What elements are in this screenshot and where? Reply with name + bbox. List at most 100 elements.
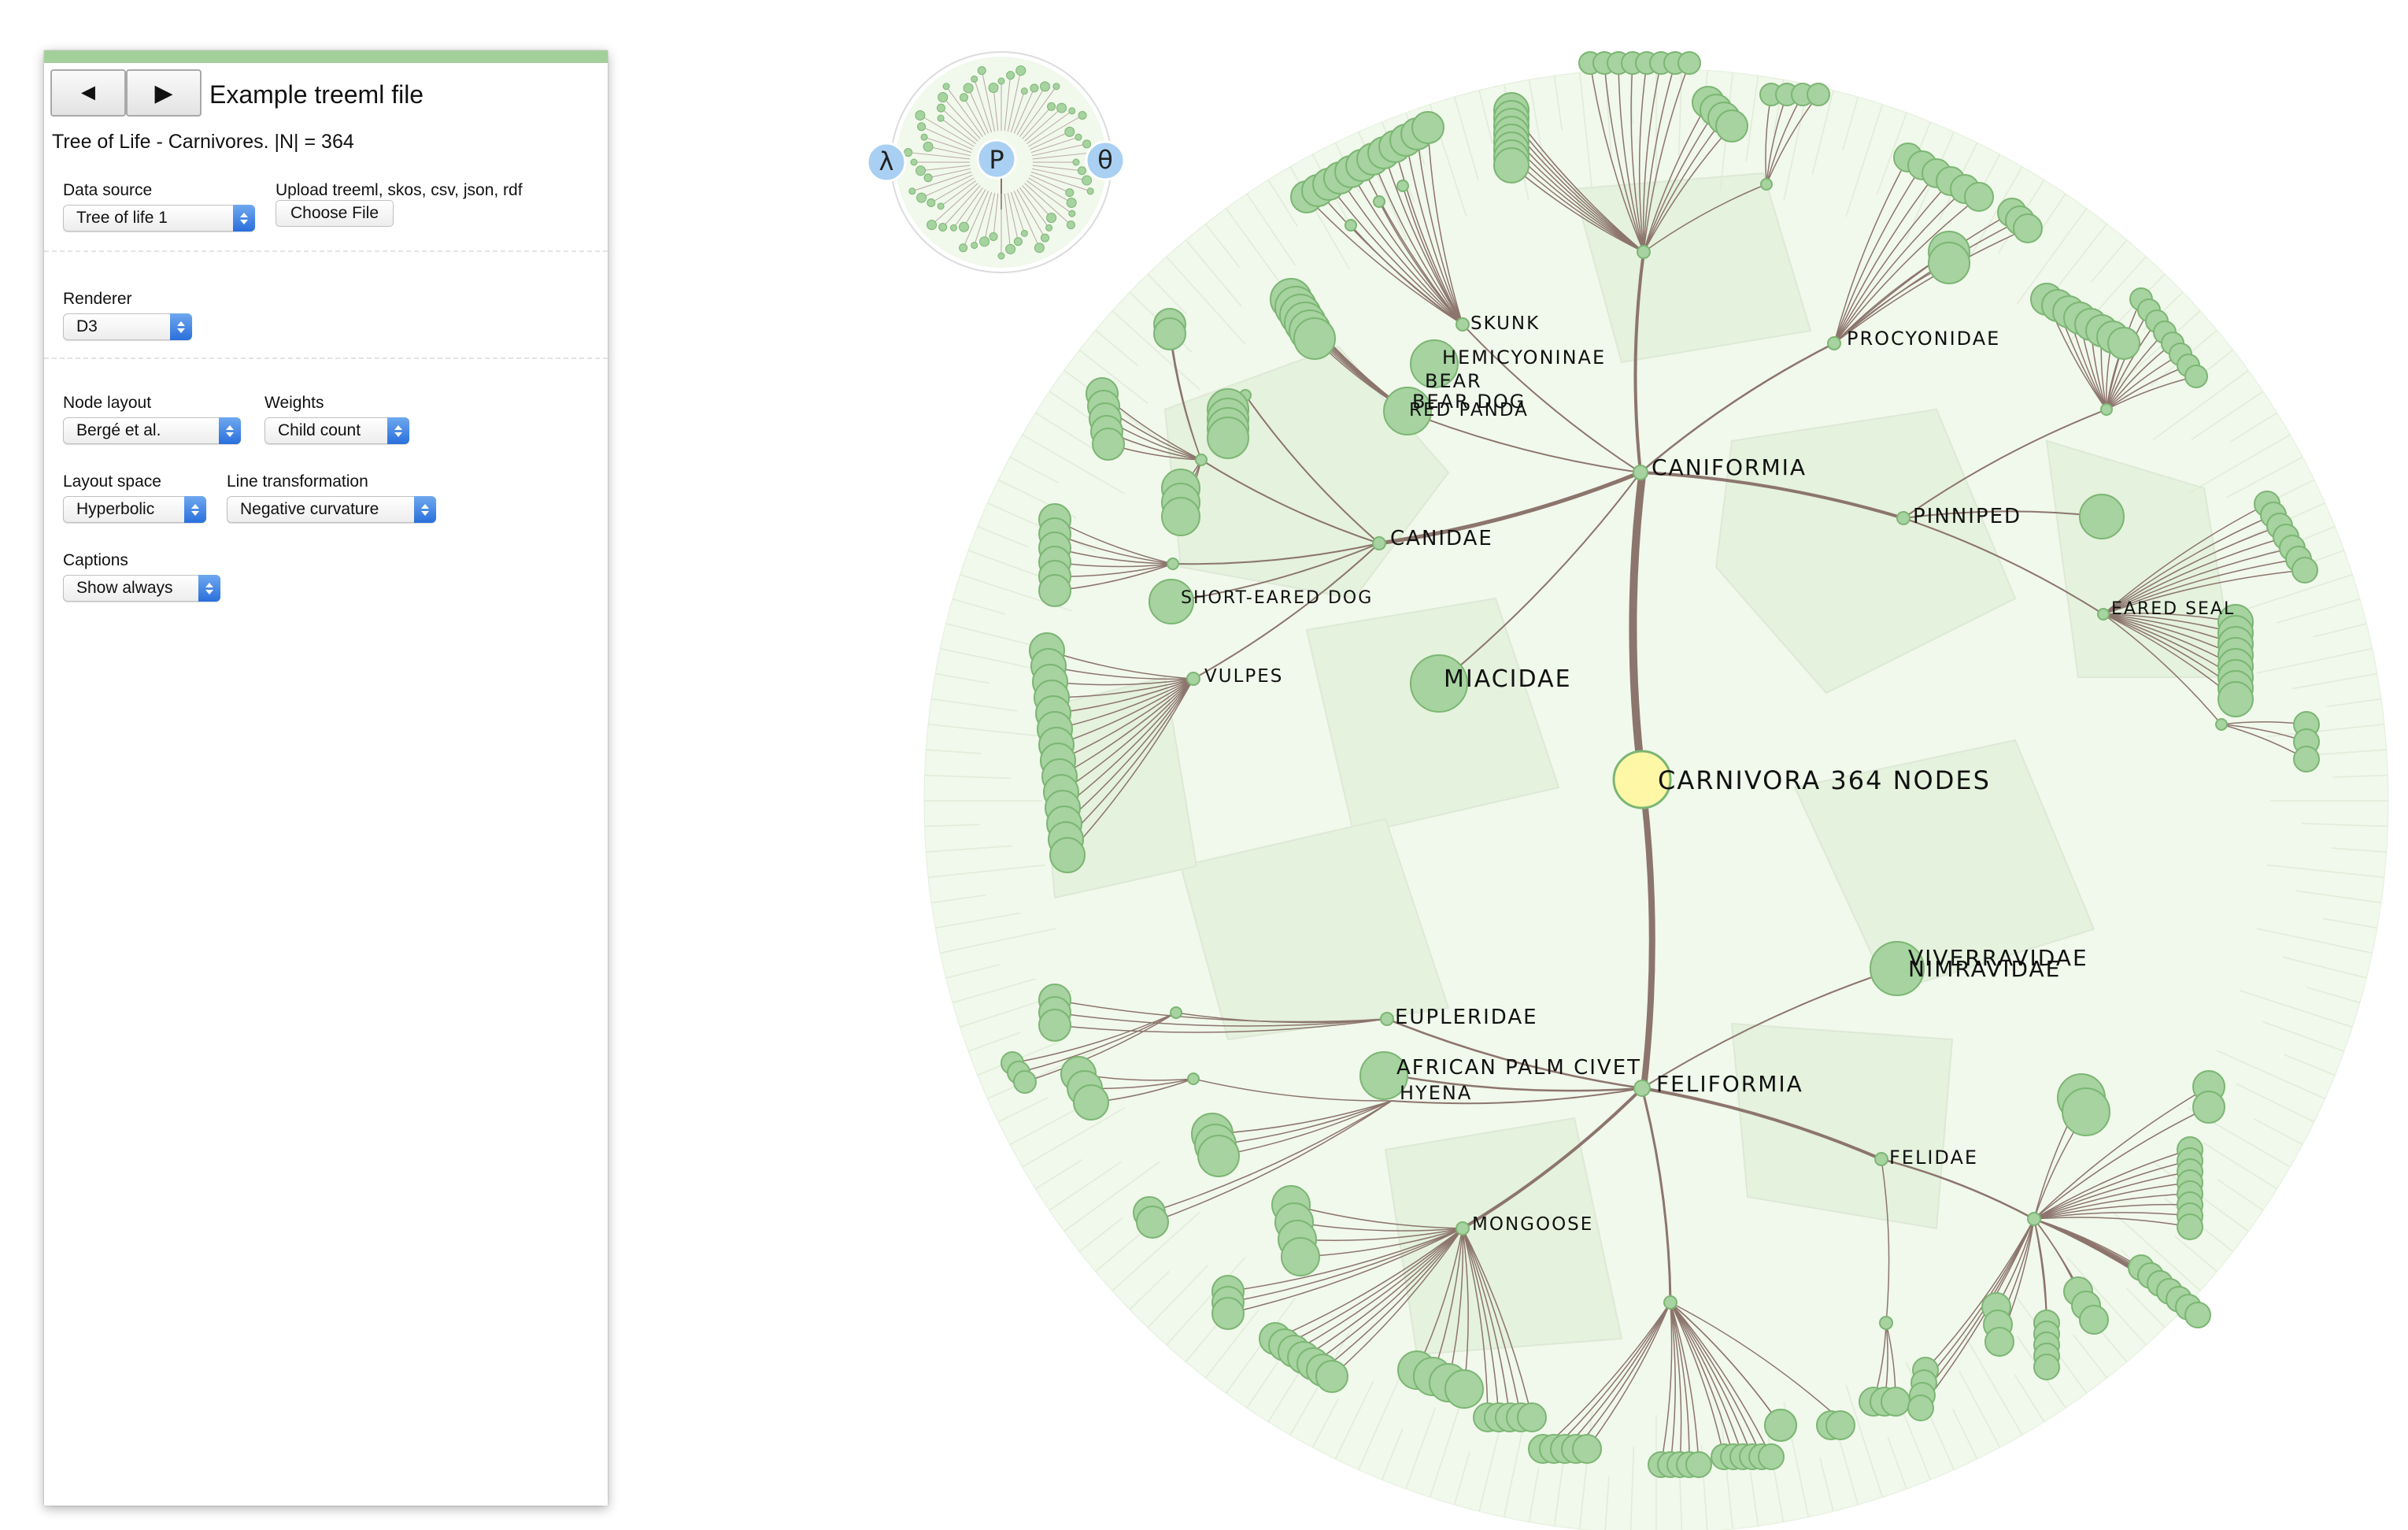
tree-edge	[1833, 228, 2029, 344]
tree-edge	[1639, 779, 1655, 1089]
tree-node	[2177, 1213, 2203, 1240]
mini-node	[938, 92, 949, 103]
voronoi-cell	[1179, 817, 1450, 1041]
tree-node	[2218, 681, 2254, 717]
renderer-select[interactable]: D3	[63, 313, 192, 340]
tree-edge	[1350, 171, 1463, 325]
theta-button[interactable]: θ	[1085, 140, 1126, 181]
node-layout-select[interactable]: Bergé et al.	[63, 417, 241, 444]
tree-node	[1293, 317, 1336, 360]
mini-node	[923, 173, 933, 183]
p-icon: P	[989, 145, 1004, 175]
mini-edge	[967, 87, 989, 134]
line-transformation-select[interactable]: Negative curvature	[227, 496, 436, 523]
tree-node	[1153, 317, 1186, 350]
tree-node	[1038, 1009, 1071, 1042]
voronoi-edge	[934, 672, 990, 684]
tree-edge	[1640, 1087, 1672, 1303]
mini-edge	[921, 126, 973, 150]
tree-edge	[2103, 503, 2268, 615]
voronoi-cell	[1730, 1022, 1954, 1230]
tree-node	[1637, 245, 1651, 259]
choose-file-button[interactable]: Choose File	[276, 200, 394, 227]
mini-edge	[963, 191, 989, 248]
tree-node	[1161, 497, 1200, 536]
mini-node	[989, 232, 998, 241]
tree-edge	[1331, 1228, 1463, 1377]
mini-node	[1082, 175, 1093, 186]
mini-node	[1030, 83, 1039, 93]
tree-edge	[1670, 1302, 1690, 1465]
mini-node	[923, 141, 934, 152]
renderer-label: Renderer	[63, 290, 132, 308]
tree-node	[1038, 574, 1071, 607]
voronoi-edge	[1267, 179, 1298, 228]
voronoi-edge	[967, 550, 1050, 581]
tree-node	[2079, 1305, 2109, 1335]
tree-edge	[1641, 968, 1898, 1089]
voronoi-edge	[2014, 1374, 2045, 1423]
mini-edge	[1007, 193, 1019, 242]
tree-node	[1186, 672, 1200, 686]
weights-select[interactable]: Child count	[264, 417, 409, 444]
tree-node	[1092, 428, 1125, 461]
voronoi-edge	[2313, 623, 2367, 638]
lambda-button[interactable]: λ	[866, 142, 907, 183]
tree-edge	[2103, 547, 2293, 615]
tree-edge	[1462, 1228, 1533, 1418]
node-captions: CARNIVORA 364 NODES CANIFORMIA FELIFORMI…	[1181, 313, 2233, 1235]
navigator[interactable]: λ P θ	[866, 51, 1126, 273]
mini-node	[988, 83, 999, 94]
tree-edge	[1018, 1012, 1177, 1073]
voronoi-edge	[1405, 1407, 1437, 1490]
mini-edge	[993, 87, 999, 132]
tree-edge	[1881, 1158, 2035, 1221]
p-handle[interactable]	[976, 139, 1017, 180]
voronoi-edge	[926, 749, 982, 754]
data-source-select[interactable]: Tree of life 1	[63, 205, 255, 232]
tree-edge	[1462, 1228, 1469, 1390]
mini-edge	[921, 174, 973, 198]
theta-handle[interactable]	[1085, 140, 1126, 181]
layout-space-label: Layout space	[63, 472, 161, 491]
voronoi-edge	[1078, 349, 1149, 404]
caption-bear-dog: BEAR DOG	[1412, 391, 1526, 413]
back-button[interactable]: ◄	[50, 69, 126, 117]
voronoi-edge	[2262, 1021, 2345, 1052]
divider	[44, 250, 608, 252]
tree-edge	[1670, 1302, 1725, 1458]
mini-edge	[1032, 165, 1082, 172]
forward-button[interactable]: ▶	[126, 69, 202, 117]
forward-arrow-icon: ▶	[154, 80, 173, 106]
tree-node	[1874, 1152, 1888, 1166]
line-transformation-label: Line transformation	[227, 472, 368, 491]
mini-node	[1068, 107, 1076, 115]
tree-info: Tree of Life - Carnivores. |N| = 364	[52, 131, 354, 153]
voronoi-edge	[2322, 917, 2378, 929]
tree-edge	[1670, 1302, 1676, 1465]
voronoi-edge	[2326, 698, 2382, 708]
mini-node	[979, 236, 990, 247]
layout-space-select[interactable]: Hyperbolic	[63, 496, 206, 523]
mini-edge	[927, 168, 971, 179]
captions-select[interactable]: Show always	[63, 575, 220, 602]
mini-node	[937, 114, 945, 122]
lambda-handle[interactable]	[866, 142, 907, 183]
root-node[interactable]	[1612, 750, 1672, 809]
weights-label: Weights	[264, 394, 324, 412]
tree-edge	[1670, 1302, 1772, 1458]
caption-hyena: HYENA	[1400, 1082, 1472, 1104]
tree-node	[1677, 51, 1701, 75]
tree-node	[1715, 109, 1748, 143]
voronoi-edge	[2152, 369, 2249, 441]
voronoi-edge	[1811, 90, 1834, 175]
mini-edge	[1010, 191, 1025, 234]
tree-edge	[1328, 183, 1463, 325]
voronoi-edge	[940, 928, 1056, 954]
tree-edge	[2033, 1086, 2210, 1220]
tree-node	[1136, 1206, 1169, 1239]
p-button[interactable]: P	[976, 139, 1017, 180]
tree-node	[1964, 182, 1994, 212]
tree-node	[1211, 1297, 1245, 1330]
